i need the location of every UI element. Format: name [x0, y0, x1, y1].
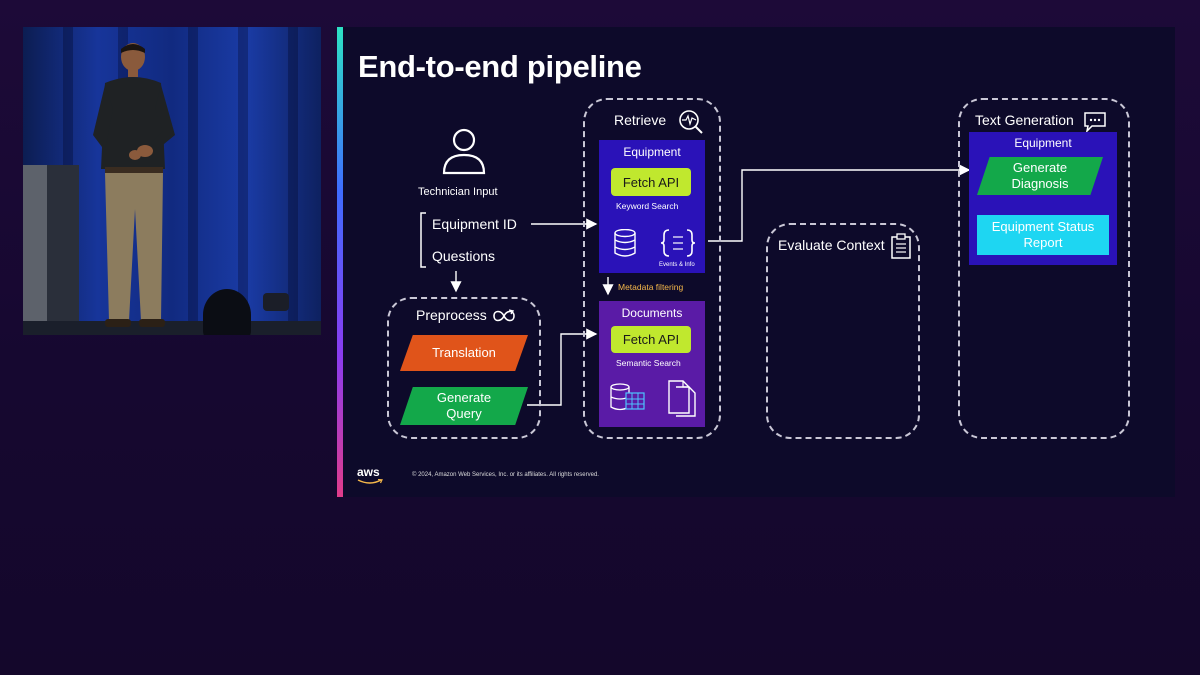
slide-accent-bar — [337, 27, 343, 497]
metadata-filtering-label: Metadata filtering — [618, 282, 684, 292]
keyword-search-label: Keyword Search — [616, 201, 679, 211]
search-pulse-icon — [679, 110, 703, 134]
events-info-label: Events & Info — [659, 262, 695, 268]
documents-panel-title: Documents — [621, 306, 683, 320]
retrieve-group — [583, 98, 721, 439]
curtain-fold — [238, 27, 248, 335]
audience-camera — [263, 293, 289, 311]
semantic-search-label: Semantic Search — [616, 358, 681, 368]
evaluate-group — [766, 223, 920, 439]
retrieve-label: Retrieve — [614, 112, 667, 128]
aws-smile-icon — [357, 479, 383, 484]
generate-diagnosis-step: Generate Diagnosis — [977, 157, 1103, 195]
slide-title: End-to-end pipeline — [358, 49, 642, 84]
text-generation-group — [958, 98, 1130, 439]
speaker-video — [23, 27, 321, 335]
documents-icon — [668, 380, 696, 417]
generate-query-step: Generate Query — [400, 387, 528, 425]
curtain-fold — [188, 27, 198, 335]
cycle-icon — [493, 309, 515, 322]
slide: End-to-end pipeline Technician Inpu — [337, 27, 1175, 497]
questions-label: Questions — [432, 248, 496, 264]
evaluate-context-label: Evaluate Context — [778, 237, 885, 253]
documents-fetch-api: Fetch API — [611, 326, 691, 353]
copyright-text: © 2024, Amazon Web Services, Inc. or its… — [412, 472, 599, 478]
translation-step: Translation — [400, 335, 528, 371]
equipment-status-report: Equipment Status Report — [977, 215, 1109, 255]
clipboard-icon — [891, 233, 911, 259]
equipment-panel-title: Equipment — [623, 145, 681, 159]
preprocess-group — [387, 297, 541, 439]
chat-icon — [1084, 112, 1106, 133]
database-icon — [614, 229, 636, 257]
generation-equipment-title: Equipment — [1014, 136, 1072, 150]
connector-lines — [420, 164, 971, 406]
vector-database-icon — [610, 383, 645, 411]
audience-head — [203, 289, 251, 335]
preprocess-label: Preprocess — [416, 307, 487, 323]
equipment-fetch-api: Fetch API — [611, 168, 691, 196]
curtain-fold — [288, 27, 298, 335]
user-icon — [442, 128, 486, 175]
speaker-figure — [93, 43, 175, 327]
text-generation-label: Text Generation — [975, 112, 1074, 128]
equipment-panel: Equipment Fetch API Keyword Search Event… — [599, 140, 705, 273]
braces-icon — [660, 229, 696, 257]
technician-input-label: Technician Input — [418, 186, 498, 198]
documents-panel: Documents Fetch API Semantic Search — [599, 301, 705, 427]
podium-face — [23, 165, 47, 335]
equipment-id-label: Equipment ID — [432, 216, 517, 232]
aws-logo: aws — [357, 465, 380, 479]
